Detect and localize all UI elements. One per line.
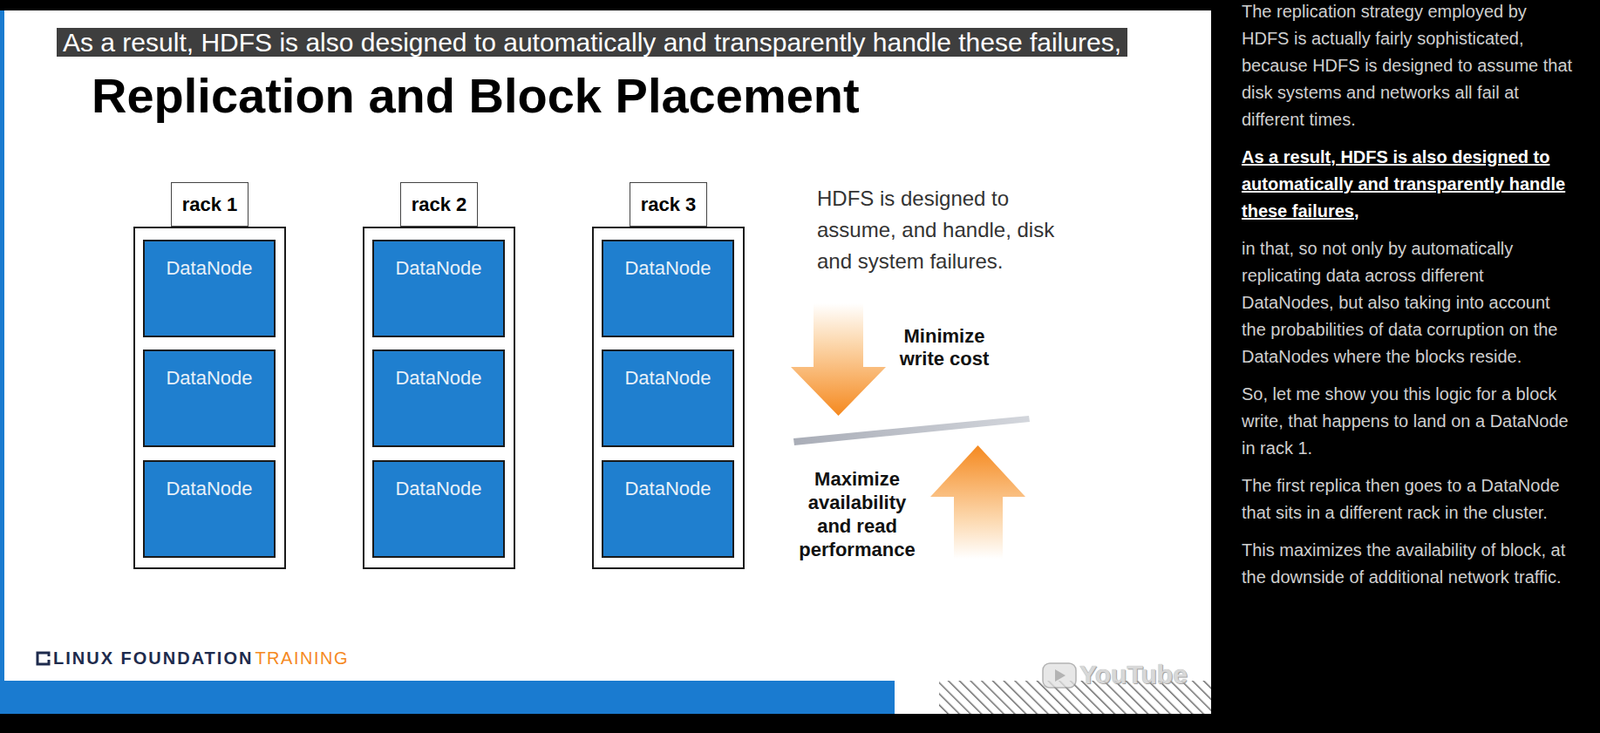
video-caption: As a result, HDFS is also designed to au… (56, 27, 1128, 57)
datanode-box: DataNode (601, 349, 735, 448)
datanode-label: DataNode (394, 367, 482, 390)
caption-band: As a result, HDFS is also designed to au… (0, 23, 1185, 62)
rack-label: rack 2 (400, 182, 478, 227)
down-arrow (790, 303, 886, 416)
transcript-line: So, let me show you this logic for a blo… (1241, 381, 1578, 463)
slide-panel (0, 10, 1212, 715)
datanode-label: DataNode (165, 257, 252, 280)
datanode-label: DataNode (624, 257, 711, 280)
datanode-label: DataNode (624, 367, 711, 390)
datanode-box: DataNode (372, 239, 505, 338)
rack-box: rack 2DataNodeDataNodeDataNode (362, 226, 516, 570)
side-stripe (0, 10, 5, 681)
transcript-line: The replication strategy employed by HDF… (1241, 0, 1578, 134)
datanode-box: DataNode (372, 460, 505, 559)
datanode-box: DataNode (142, 349, 276, 448)
datanode-label: DataNode (394, 477, 482, 501)
datanode-label: DataNode (165, 477, 252, 501)
rack-box: rack 3DataNodeDataNodeDataNode (592, 226, 745, 570)
rack-label: rack 3 (629, 182, 708, 227)
datanode-box: DataNode (142, 460, 276, 559)
logo-icon (37, 653, 49, 665)
arrow-label: Minimize write cost (887, 325, 1001, 371)
current-transcript-line: As a result, HDFS is also designed to au… (1241, 143, 1578, 225)
datanode-box: DataNode (601, 239, 735, 338)
slide-note: HDFS is designed to assume, and handle, … (817, 183, 1079, 278)
transcript-line: This maximizes the availability of block… (1241, 537, 1578, 592)
youtube-icon (1042, 663, 1076, 688)
up-arrow (930, 445, 1026, 559)
footer-bar (0, 680, 895, 715)
logo-text: LINUX FOUNDATION (53, 648, 253, 668)
transcript-line: The first replica then goes to a DataNod… (1241, 472, 1578, 527)
rack-box: rack 1DataNodeDataNodeDataNode (133, 226, 286, 570)
transcript-line: in that, so not only by automatically re… (1241, 235, 1578, 371)
datanode-label: DataNode (624, 477, 711, 501)
transcript-panel: The replication strategy employed by HDF… (1241, 0, 1578, 602)
logo-text: TRAINING (254, 648, 349, 668)
watermark: YouTube (1079, 660, 1188, 690)
datanode-box: DataNode (372, 349, 505, 448)
slide-title: Replication and Block Placement (91, 71, 860, 121)
rack-label: rack 1 (170, 182, 249, 227)
balance-bar (793, 415, 1030, 446)
arrow-label: Maximize availability and read performan… (791, 467, 923, 562)
datanode-label: DataNode (394, 257, 482, 280)
datanode-box: DataNode (142, 239, 276, 338)
datanode-label: DataNode (165, 367, 252, 390)
datanode-box: DataNode (601, 460, 735, 559)
